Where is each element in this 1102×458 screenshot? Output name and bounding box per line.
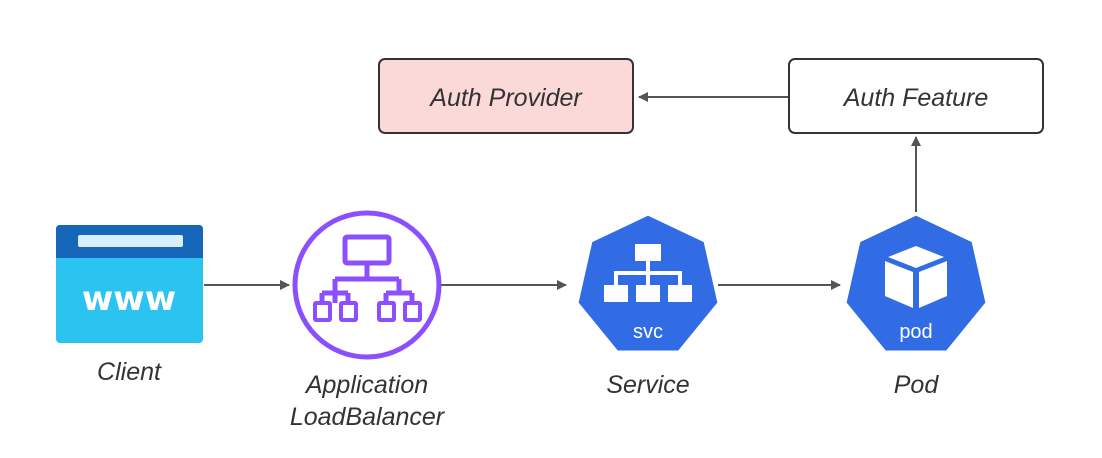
service-node[interactable]: svc Service — [575, 212, 721, 399]
browser-www-icon: www — [56, 225, 203, 343]
auth-feature-box[interactable]: Auth Feature — [788, 58, 1044, 134]
kubernetes-pod-icon: pod — [843, 212, 989, 354]
load-balancer-icon — [292, 210, 442, 360]
auth-provider-box[interactable]: Auth Provider — [378, 58, 634, 134]
auth-feature-label: Auth Feature — [842, 84, 989, 112]
auth-provider-label: Auth Provider — [428, 84, 583, 112]
alb-node[interactable]: Application LoadBalancer — [290, 210, 446, 431]
pod-node[interactable]: pod Pod — [843, 212, 989, 399]
auth-provider-rect — [378, 58, 634, 134]
alb-label-line1: Application — [304, 371, 428, 399]
pod-label: Pod — [894, 371, 940, 399]
client-node[interactable]: www Client — [56, 225, 203, 386]
alb-label-line2: LoadBalancer — [290, 403, 446, 431]
edges — [204, 92, 921, 290]
service-badge: svc — [633, 321, 663, 343]
client-icon-text: www — [82, 279, 176, 319]
service-label: Service — [606, 371, 689, 399]
kubernetes-service-icon: svc — [575, 212, 721, 354]
auth-feature-rect — [788, 58, 1044, 134]
pod-badge: pod — [899, 321, 932, 343]
client-label: Client — [97, 358, 162, 386]
